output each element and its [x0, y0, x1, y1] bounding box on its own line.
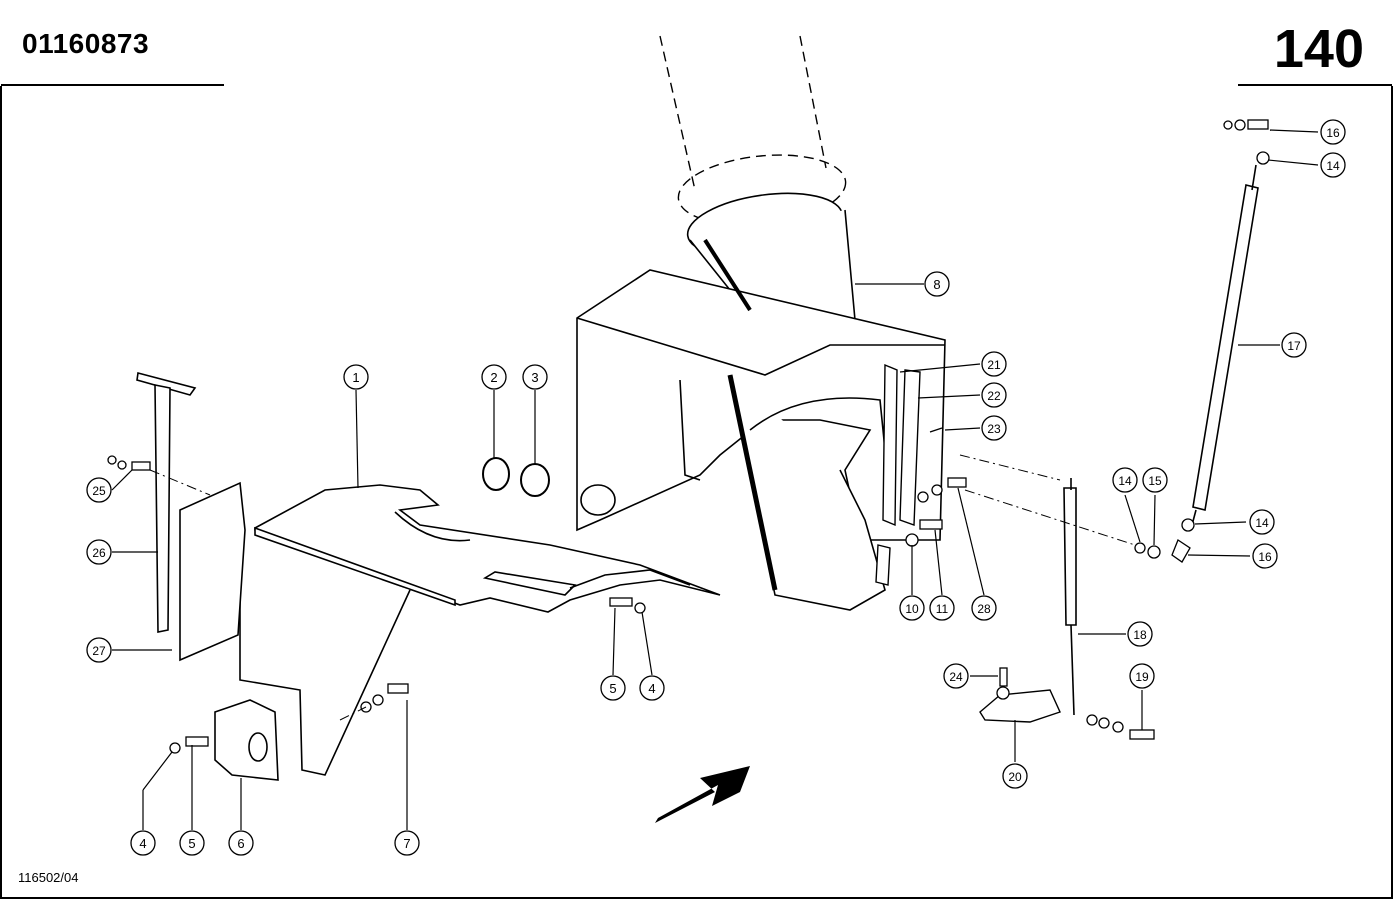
- svg-text:6: 6: [237, 836, 244, 851]
- svg-text:25: 25: [92, 484, 106, 498]
- svg-text:4: 4: [139, 836, 146, 851]
- document-number: 01160873: [22, 28, 150, 59]
- svg-text:28: 28: [977, 602, 991, 616]
- callout-23: 23: [981, 415, 1007, 441]
- cover-plate: [214, 699, 279, 781]
- callout-20: 20: [1002, 763, 1028, 789]
- svg-text:11: 11: [936, 602, 949, 616]
- assembly-lines: [149, 454, 1136, 721]
- callout-14-low: 14: [1249, 509, 1275, 535]
- discharge-chute: [576, 192, 946, 611]
- support-bracket: [136, 371, 197, 633]
- callout-15: 15: [1142, 467, 1168, 493]
- callout-8: 8: [924, 271, 950, 297]
- drawing-frame: [0, 84, 1393, 899]
- svg-text:22: 22: [987, 389, 1001, 403]
- callout-17: 17: [1281, 332, 1307, 358]
- callout-5-left: 5: [179, 830, 205, 856]
- gas-struts: [1063, 164, 1259, 716]
- hinge-plate: [979, 689, 1061, 723]
- callout-26: 26: [86, 539, 112, 565]
- svg-text:24: 24: [949, 670, 963, 684]
- callout-19: 19: [1129, 663, 1155, 689]
- callout-25: 25: [86, 477, 112, 503]
- direction-arrow: [655, 766, 750, 823]
- svg-text:2: 2: [490, 370, 497, 385]
- svg-text:16: 16: [1326, 126, 1340, 140]
- svg-text:23: 23: [987, 422, 1001, 436]
- deflector-housing: [179, 481, 721, 776]
- callout-4-left: 4: [130, 830, 156, 856]
- callout-24: 24: [943, 663, 969, 689]
- callout-4-right: 4: [639, 675, 665, 701]
- svg-text:5: 5: [188, 836, 195, 851]
- svg-text:8: 8: [933, 277, 940, 292]
- callout-11: 11: [929, 595, 955, 621]
- drawing-reference-code: 116502/04: [18, 870, 79, 885]
- page-number: 140: [1273, 19, 1364, 79]
- ring-clamps: [482, 457, 550, 497]
- callout-16-low: 16: [1252, 543, 1278, 569]
- hardware: [107, 119, 1270, 754]
- callout-22: 22: [981, 382, 1007, 408]
- callout-14-mid: 14: [1112, 467, 1138, 493]
- svg-text:3: 3: [531, 370, 538, 385]
- svg-text:7: 7: [403, 836, 410, 851]
- svg-text:19: 19: [1135, 670, 1149, 684]
- callout-21: 21: [981, 351, 1007, 377]
- callout-2: 2: [481, 364, 507, 390]
- svg-text:14: 14: [1255, 516, 1269, 530]
- callout-18: 18: [1127, 621, 1153, 647]
- svg-text:20: 20: [1008, 770, 1022, 784]
- callout-3: 3: [522, 364, 548, 390]
- svg-text:5: 5: [609, 681, 616, 696]
- svg-text:15: 15: [1148, 474, 1162, 488]
- callout-14-top: 14: [1320, 152, 1346, 178]
- callout-27: 27: [86, 637, 112, 663]
- svg-text:26: 26: [92, 546, 106, 560]
- svg-text:16: 16: [1258, 550, 1272, 564]
- callout-1: 1: [343, 364, 369, 390]
- svg-text:21: 21: [987, 358, 1001, 372]
- callout-5-right: 5: [600, 675, 626, 701]
- svg-text:17: 17: [1287, 339, 1301, 353]
- svg-text:1: 1: [352, 370, 359, 385]
- callout-16-top: 16: [1320, 119, 1346, 145]
- callout-6: 6: [228, 830, 254, 856]
- svg-text:27: 27: [92, 644, 106, 658]
- svg-text:14: 14: [1326, 159, 1340, 173]
- svg-text:14: 14: [1118, 474, 1132, 488]
- callout-10: 10: [899, 595, 925, 621]
- callout-7: 7: [394, 830, 420, 856]
- svg-text:10: 10: [905, 602, 919, 616]
- svg-text:4: 4: [648, 681, 655, 696]
- svg-text:18: 18: [1133, 628, 1147, 642]
- wear-strips: [875, 363, 921, 586]
- callout-28: 28: [971, 595, 997, 621]
- leader-lines: [111, 129, 1319, 830]
